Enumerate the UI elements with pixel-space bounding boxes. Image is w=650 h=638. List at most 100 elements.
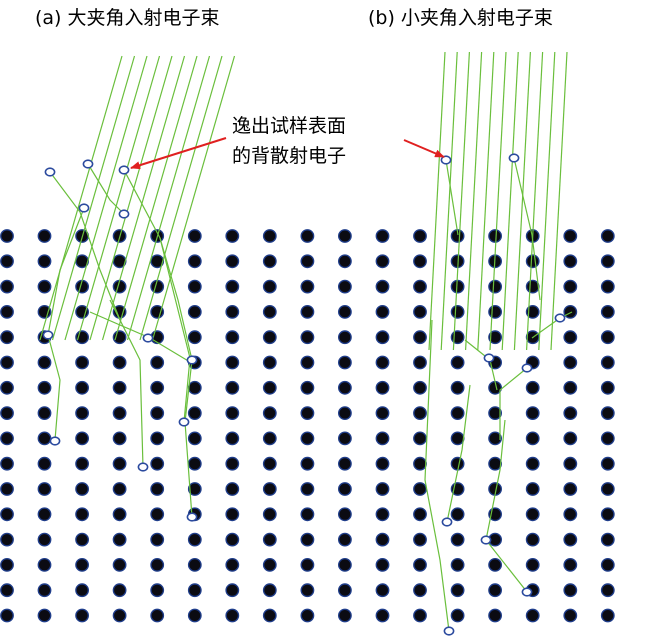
atom — [413, 406, 427, 420]
atom — [187, 229, 202, 243]
backscattered-electron — [521, 587, 533, 597]
atom — [300, 254, 315, 269]
atom — [37, 355, 52, 370]
atom — [150, 558, 165, 572]
scatter-path — [446, 384, 471, 523]
atom — [225, 583, 240, 598]
atom — [375, 406, 390, 420]
atom-lattice — [0, 229, 615, 623]
atom — [563, 532, 578, 547]
atom — [37, 482, 52, 496]
atom — [150, 380, 165, 395]
atom — [600, 279, 615, 294]
atom — [112, 583, 127, 598]
atom — [563, 304, 578, 319]
atom — [262, 456, 277, 471]
beam-line — [114, 55, 198, 341]
atom — [375, 532, 390, 547]
atom — [75, 456, 90, 471]
atom — [112, 608, 127, 623]
atom — [0, 456, 14, 471]
atom — [187, 583, 202, 598]
atom — [150, 507, 165, 522]
atom — [375, 583, 390, 598]
scatter-path — [159, 237, 193, 518]
atom — [563, 254, 578, 269]
scatter-path — [47, 207, 85, 336]
atom — [488, 229, 502, 243]
backscattered-electron — [44, 167, 56, 177]
backscattered-electron — [118, 209, 130, 219]
atom — [225, 406, 240, 420]
atom — [262, 583, 277, 598]
atom — [600, 456, 615, 471]
atom — [300, 380, 315, 395]
atom — [150, 355, 165, 370]
atom — [375, 279, 390, 294]
scatter-path — [87, 163, 125, 215]
atom — [300, 482, 315, 496]
atom — [150, 456, 165, 471]
atom — [225, 608, 240, 623]
atom — [450, 431, 465, 446]
atom — [225, 482, 240, 496]
atom — [0, 304, 14, 319]
atom — [225, 558, 240, 572]
atom — [450, 558, 465, 572]
atom — [37, 558, 52, 572]
atom — [525, 431, 540, 446]
atom — [150, 431, 165, 446]
atom — [0, 532, 14, 547]
atom — [337, 254, 352, 269]
atom — [488, 583, 502, 598]
atom — [488, 558, 502, 572]
atom — [112, 355, 127, 370]
atom — [262, 279, 277, 294]
atom — [0, 380, 14, 395]
atom — [413, 330, 427, 345]
atom — [37, 608, 52, 623]
atom — [525, 380, 540, 395]
atom — [413, 532, 427, 547]
atom — [112, 507, 127, 522]
annotation-arrows — [130, 137, 445, 170]
atom — [300, 406, 315, 420]
backscattered-electron — [186, 355, 198, 365]
atom — [563, 229, 578, 243]
backscattered-electron — [508, 153, 520, 163]
atom — [375, 304, 390, 319]
atom — [150, 532, 165, 547]
scatter-path — [499, 367, 528, 440]
atom — [563, 456, 578, 471]
atom — [600, 254, 615, 269]
backscattered-electron — [137, 462, 149, 472]
beam-line — [139, 55, 223, 341]
beam-line — [64, 55, 148, 341]
atom — [563, 330, 578, 345]
atom — [450, 355, 465, 370]
atom — [37, 380, 52, 395]
atom — [150, 482, 165, 496]
atom — [413, 507, 427, 522]
atom — [337, 507, 352, 522]
atom — [337, 456, 352, 471]
atom — [112, 380, 127, 395]
atom — [300, 330, 315, 345]
beam-line — [39, 55, 123, 341]
atom — [413, 304, 427, 319]
atom — [0, 507, 14, 522]
atom — [525, 456, 540, 471]
atom — [187, 254, 202, 269]
atom — [75, 583, 90, 598]
atom — [37, 456, 52, 471]
panel-b-title: (b) 小夹角入射电子束 — [368, 7, 553, 29]
atom — [0, 431, 14, 446]
atom — [75, 380, 90, 395]
atom — [150, 608, 165, 623]
scatter-path — [47, 334, 61, 441]
atom — [337, 608, 352, 623]
beam-line — [76, 55, 161, 341]
atom — [525, 608, 540, 623]
atom — [337, 406, 352, 420]
atom — [375, 229, 390, 243]
